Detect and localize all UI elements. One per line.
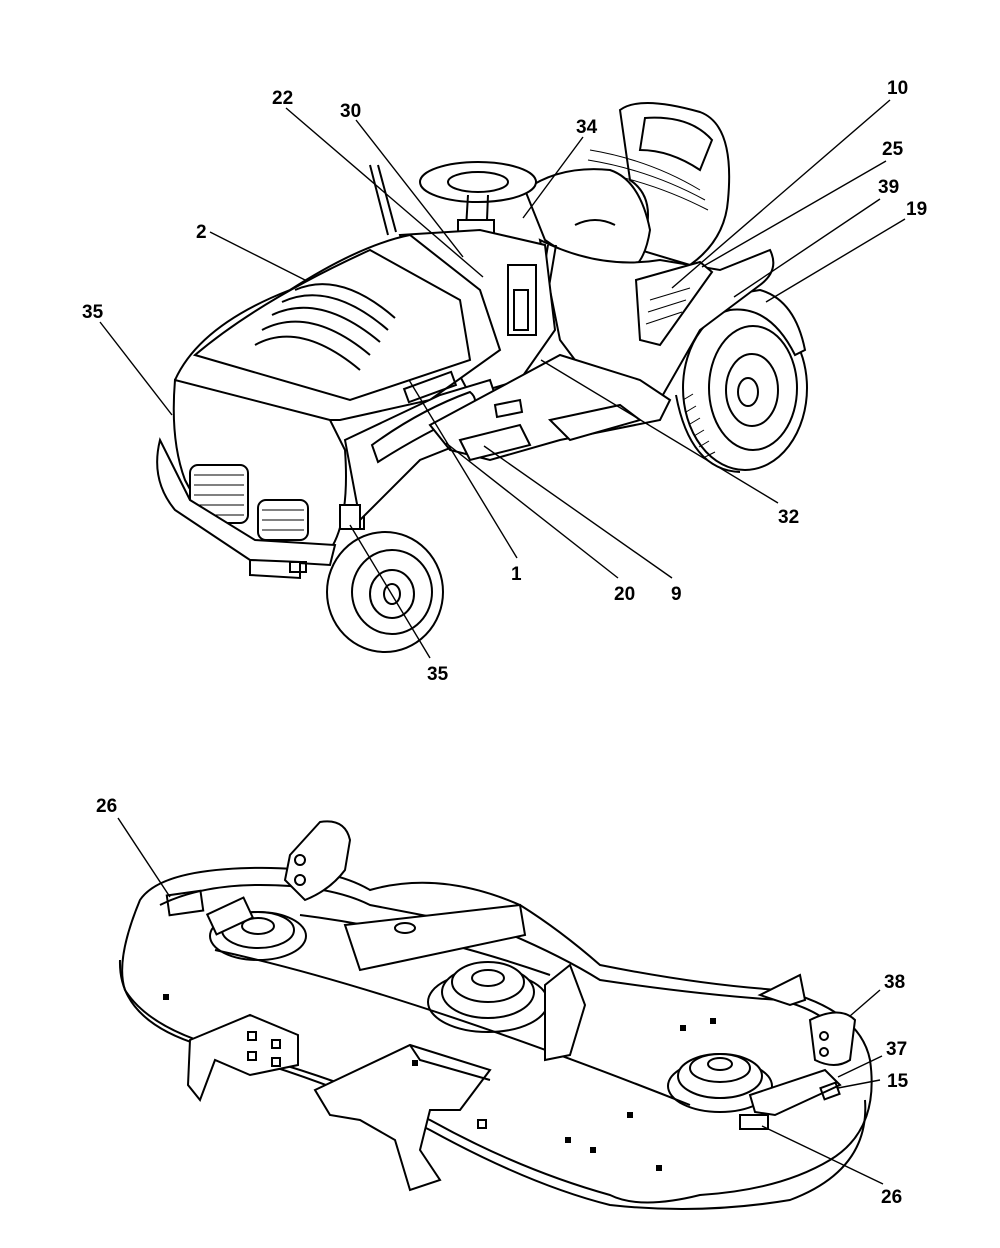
callout-26-front: 26 bbox=[881, 1187, 902, 1208]
callout-1: 1 bbox=[511, 564, 522, 585]
tractor-leader-lines bbox=[99, 99, 906, 659]
deck-callouts: 26 38 37 15 26 bbox=[96, 796, 909, 1208]
mower-deck-drawing bbox=[118, 820, 873, 1210]
tractor-drawing bbox=[156, 102, 808, 653]
callout-25: 25 bbox=[882, 139, 904, 160]
callout-30: 30 bbox=[340, 101, 361, 122]
callout-37: 37 bbox=[886, 1039, 907, 1060]
callout-2: 2 bbox=[196, 222, 207, 243]
callout-10: 10 bbox=[887, 78, 908, 99]
callout-9: 9 bbox=[671, 584, 682, 605]
tractor-callouts: 22 30 34 10 25 39 19 2 35 32 1 20 9 35 bbox=[82, 78, 927, 685]
callout-39: 39 bbox=[878, 177, 899, 198]
callout-34: 34 bbox=[576, 117, 598, 138]
callout-35-grille: 35 bbox=[427, 664, 449, 685]
callout-15: 15 bbox=[887, 1071, 909, 1092]
deck-leader-lines bbox=[117, 817, 884, 1185]
callout-35-hood: 35 bbox=[82, 302, 104, 323]
callout-19: 19 bbox=[906, 199, 927, 220]
callout-20: 20 bbox=[614, 584, 635, 605]
callout-26-rear: 26 bbox=[96, 796, 117, 817]
callout-32: 32 bbox=[778, 507, 799, 528]
callout-38: 38 bbox=[884, 972, 905, 993]
callout-22: 22 bbox=[272, 88, 293, 109]
